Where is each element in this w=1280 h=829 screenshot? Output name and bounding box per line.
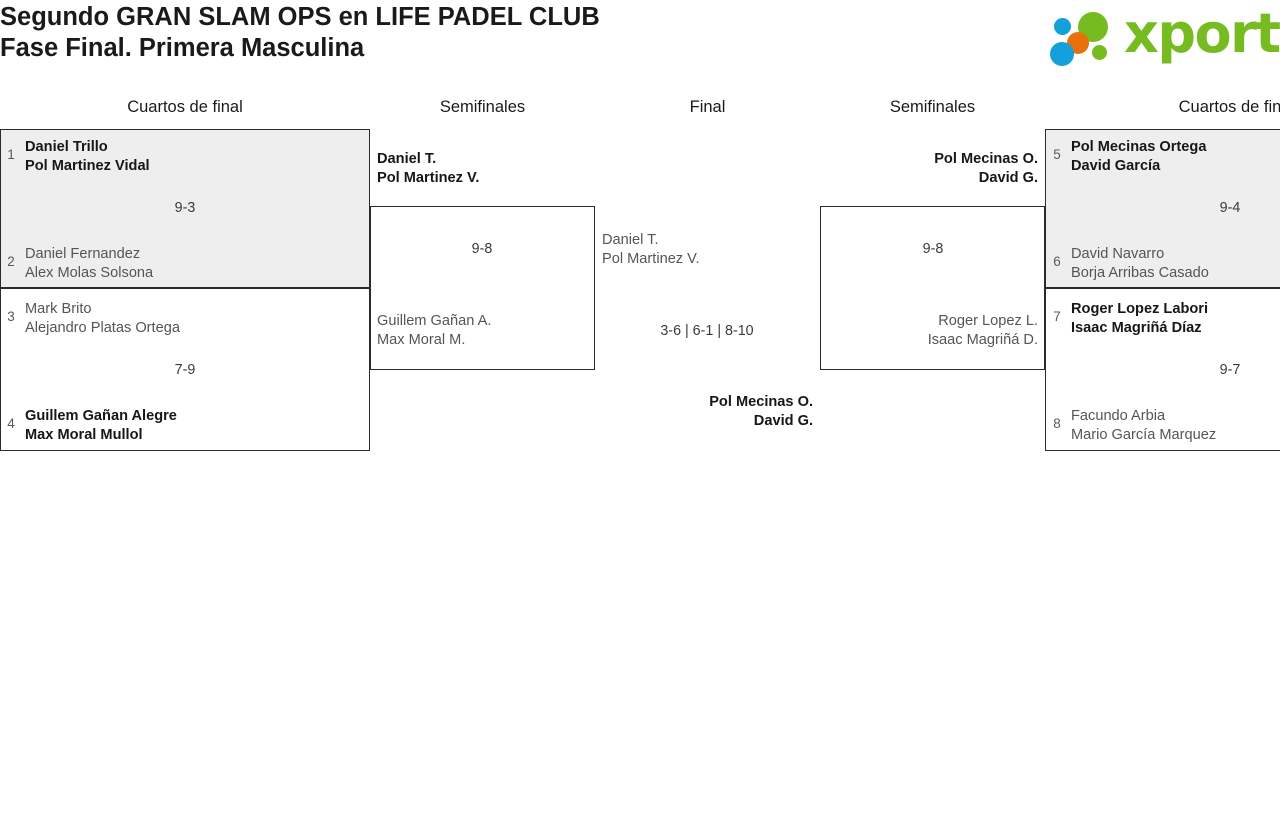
round-header-final: Final — [689, 98, 726, 116]
player-name: Daniel T. — [602, 232, 659, 248]
player-name: David G. — [753, 413, 813, 429]
match-score-qf-right-2: 9-7 — [1219, 362, 1241, 378]
team-qf-left-2-top[interactable]: Mark Brito Alejandro Platas Ortega — [25, 300, 180, 338]
player-name: Roger Lopez Labori — [1071, 301, 1209, 317]
match-box-qf-right-2[interactable] — [1045, 288, 1280, 451]
logo-dot-blue-large — [1050, 42, 1074, 66]
match-score-sf-right: 9-8 — [922, 241, 944, 257]
player-name: Max Moral M. — [377, 332, 466, 348]
seed-number: 4 — [7, 416, 15, 431]
seed-number: 8 — [1053, 416, 1061, 431]
team-qf-left-2-bottom[interactable]: Guillem Gañan Alegre Max Moral Mullol — [25, 407, 177, 445]
player-name: Guillem Gañan A. — [377, 313, 492, 329]
player-name: Pol Mecinas O. — [709, 394, 813, 410]
match-box-sf-left[interactable] — [370, 206, 595, 370]
player-name: Pol Mecinas Ortega — [1071, 139, 1207, 155]
player-name: Alex Molas Solsona — [25, 265, 154, 281]
match-box-qf-left-1[interactable] — [0, 129, 370, 288]
team-sf-right-top[interactable]: Pol Mecinas O. David G. — [838, 150, 1038, 188]
logo-dot-green-small — [1092, 45, 1107, 60]
team-final-top[interactable]: Daniel T. Pol Martinez V. — [602, 231, 700, 269]
player-name: David Navarro — [1071, 246, 1165, 262]
player-name: Pol Martinez V. — [377, 170, 480, 186]
player-name: Borja Arribas Casado — [1071, 265, 1209, 281]
match-score-qf-right-1: 9-4 — [1219, 200, 1241, 216]
page-title: Segundo GRAN SLAM OPS en LIFE PADEL CLUB… — [0, 2, 600, 64]
player-name: Isaac Magriñá D. — [927, 332, 1038, 348]
team-sf-left-bottom[interactable]: Guillem Gañan A. Max Moral M. — [377, 312, 491, 350]
team-qf-right-1-top[interactable]: Pol Mecinas Ortega David García — [1071, 138, 1206, 176]
match-box-sf-right[interactable] — [820, 206, 1045, 370]
logo-dots-icon — [1050, 10, 1126, 66]
match-box-qf-right-1[interactable] — [1045, 129, 1280, 288]
seed-number: 7 — [1053, 309, 1061, 324]
round-header-sf-left: Semifinales — [439, 98, 526, 116]
player-name: David G. — [978, 170, 1038, 186]
player-name: Daniel Fernandez — [25, 246, 141, 262]
xporty-logo[interactable]: xporty — [1044, 3, 1280, 68]
player-name: Pol Martinez Vidal — [25, 158, 150, 174]
player-name: Facundo Arbia — [1071, 408, 1166, 424]
player-name: Isaac Magriñá Díaz — [1071, 320, 1202, 336]
team-qf-left-1-bottom[interactable]: Daniel Fernandez Alex Molas Solsona — [25, 245, 153, 283]
match-score-qf-left-1: 9-3 — [174, 200, 196, 216]
team-qf-right-2-bottom[interactable]: Facundo Arbia Mario García Marquez — [1071, 407, 1216, 445]
seed-number: 3 — [7, 309, 15, 324]
match-score-qf-left-2: 7-9 — [174, 362, 196, 378]
player-name: Mario García Marquez — [1071, 427, 1217, 443]
team-qf-right-2-top[interactable]: Roger Lopez Labori Isaac Magriñá Díaz — [1071, 300, 1208, 338]
page-header: Segundo GRAN SLAM OPS en LIFE PADEL CLUB… — [0, 0, 1280, 78]
player-name: Pol Mecinas O. — [934, 151, 1038, 167]
round-header-sf-right: Semifinales — [889, 98, 976, 116]
team-final-bottom[interactable]: Pol Mecinas O. David G. — [613, 393, 813, 431]
logo-wordmark: xporty — [1124, 2, 1280, 65]
player-name: Pol Martinez V. — [602, 251, 700, 267]
team-qf-left-1-top[interactable]: Daniel Trillo Pol Martinez Vidal — [25, 138, 150, 176]
match-score-sf-left: 9-8 — [471, 241, 493, 257]
player-name: Mark Brito — [25, 301, 92, 317]
player-name: Guillem Gañan Alegre — [25, 408, 177, 424]
player-name: Max Moral Mullol — [25, 427, 143, 443]
team-qf-right-1-bottom[interactable]: David Navarro Borja Arribas Casado — [1071, 245, 1209, 283]
player-name: David García — [1071, 158, 1161, 174]
round-header-qf-left: Cuartos de final — [127, 98, 243, 116]
round-header-qf-right: Cuartos de fin — [1178, 98, 1280, 116]
seed-number: 2 — [7, 254, 15, 269]
player-name: Daniel T. — [377, 151, 437, 167]
title-line-1: Segundo GRAN SLAM OPS en LIFE PADEL CLUB — [0, 3, 600, 31]
player-name: Daniel Trillo — [25, 139, 108, 155]
seed-number: 6 — [1053, 254, 1061, 269]
logo-dot-blue-small — [1054, 18, 1071, 35]
team-sf-left-top[interactable]: Daniel T. Pol Martinez V. — [377, 150, 479, 188]
team-sf-right-bottom[interactable]: Roger Lopez L. Isaac Magriñá D. — [838, 312, 1038, 350]
match-box-qf-left-2[interactable] — [0, 288, 370, 451]
title-line-2: Fase Final. Primera Masculina — [0, 34, 365, 62]
player-name: Alejandro Platas Ortega — [25, 320, 180, 336]
seed-number: 5 — [1053, 147, 1061, 162]
seed-number: 1 — [7, 147, 15, 162]
match-score-final: 3-6 | 6-1 | 8-10 — [660, 323, 754, 339]
player-name: Roger Lopez L. — [938, 313, 1038, 329]
